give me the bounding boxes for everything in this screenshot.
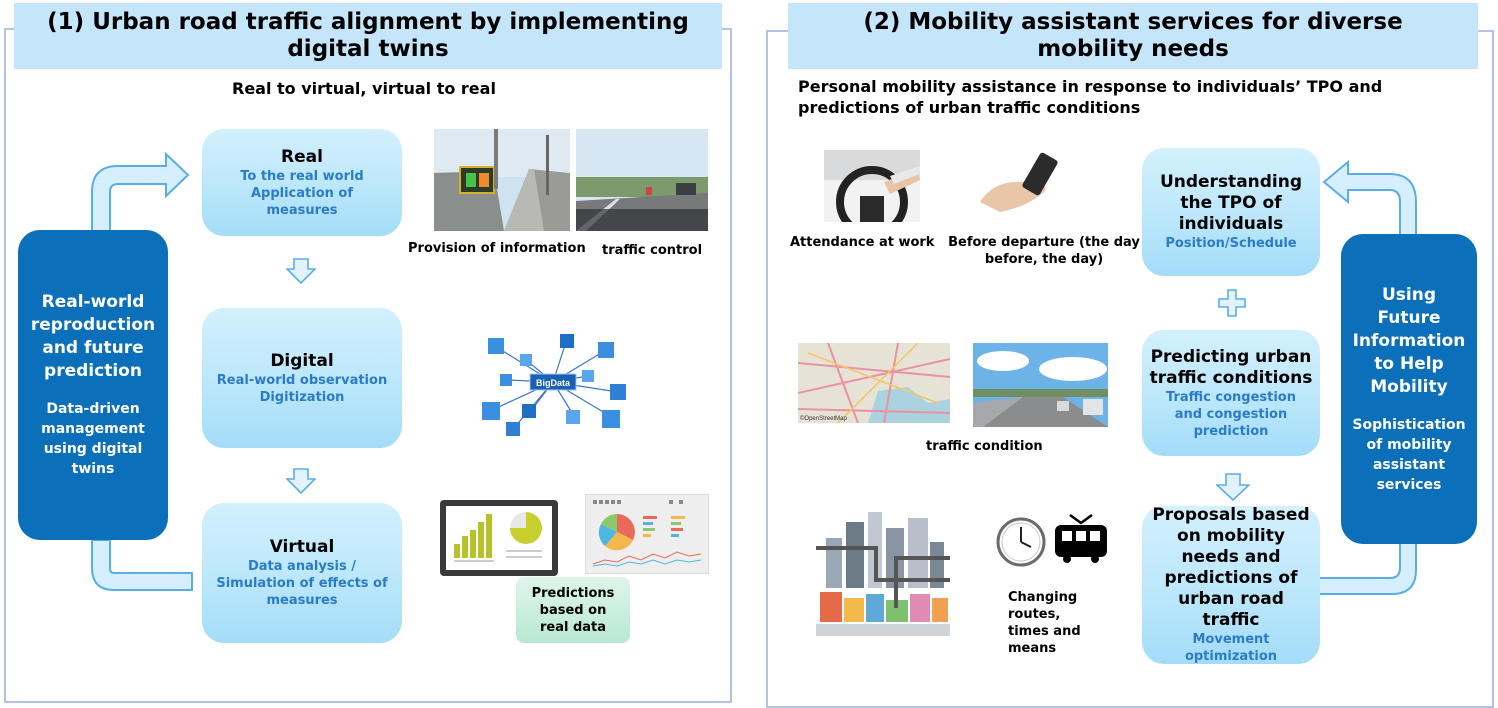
digital-title: Digital xyxy=(270,350,334,371)
train-icon xyxy=(1055,513,1107,563)
left-side-sub: Data-driven management using digital twi… xyxy=(41,401,145,477)
control-caption: traffic control xyxy=(602,243,703,258)
predictions-caption: Predictions based on real data xyxy=(531,585,615,635)
predicting-sub: Traffic congestion and congestion predic… xyxy=(1166,389,1296,439)
left-panel-title: (1) Urban road traffic alignment by impl… xyxy=(14,3,722,69)
left-side-box: Real-world reproduction and future predi… xyxy=(18,230,168,540)
tpo-sub: Position/Schedule xyxy=(1165,236,1297,251)
down-arrow-icon xyxy=(286,468,316,494)
bigdata-label: BigData xyxy=(536,378,571,388)
predicting-box: Predicting urban traffic conditions Traf… xyxy=(1142,330,1320,456)
top-return-arrow xyxy=(1322,160,1417,241)
proposals-title: Proposals based on mobility needs and pr… xyxy=(1152,505,1310,630)
clock-icon xyxy=(996,517,1046,567)
tpo-title: Understanding the TPO of individuals xyxy=(1159,172,1303,234)
right-side-box: Using Future Information to Help Mobilit… xyxy=(1341,234,1477,544)
right-panel-title: (2) Mobility assistant services for dive… xyxy=(788,3,1478,69)
down-arrow-icon xyxy=(286,258,316,284)
virtual-sub: Data analysis / Simulation of effects of… xyxy=(216,559,388,608)
pie-chart-screenshot xyxy=(585,494,709,574)
highway-photo xyxy=(973,343,1108,427)
left-side-title: Real-world reproduction and future predi… xyxy=(30,292,156,381)
road-sign-photo xyxy=(434,129,570,231)
osm-credit: ©OpenStreetMap xyxy=(800,415,847,422)
city-routes-illustration xyxy=(816,508,950,636)
predicting-title: Predicting urban traffic conditions xyxy=(1149,346,1313,388)
departure-caption: Before departure (the day before, the da… xyxy=(948,235,1140,267)
steering-wheel-photo xyxy=(824,150,920,222)
right-side-sub: Sophistication of mobility assistant ser… xyxy=(1352,416,1466,493)
left-loop-arrows xyxy=(91,151,193,591)
left-subtitle: Real to virtual, virtual to real xyxy=(232,79,496,98)
real-box: Real To the real world Application of me… xyxy=(202,129,402,236)
tpo-box: Understanding the TPO of individuals Pos… xyxy=(1142,148,1320,276)
real-title: Real xyxy=(281,146,323,167)
real-sub: To the real world Application of measure… xyxy=(240,168,364,218)
map-screenshot: ©OpenStreetMap xyxy=(798,343,950,423)
digital-sub: Real-world observation Digitization xyxy=(216,372,388,405)
proposals-box: Proposals based on mobility needs and pr… xyxy=(1142,505,1320,664)
changing-caption: Changing routes, times and means xyxy=(1008,590,1081,656)
right-title-text: (2) Mobility assistant services for dive… xyxy=(863,9,1403,62)
smartphone-hand-photo xyxy=(970,150,1074,214)
work-caption: Attendance at work xyxy=(790,235,935,250)
down-arrow-icon xyxy=(1216,473,1250,501)
bottom-curved-arrow xyxy=(91,539,193,591)
virtual-title: Virtual xyxy=(269,537,335,557)
bigdata-network-icon: BigData xyxy=(482,334,626,436)
traffic-control-photo xyxy=(576,129,708,231)
top-curved-arrow xyxy=(91,151,190,233)
right-subtitle: Personal mobility assistance in response… xyxy=(798,77,1383,117)
tablet-chart-icon xyxy=(440,500,558,576)
digital-box: Digital Real-world observation Digitizat… xyxy=(202,308,402,448)
info-caption: Provision of information xyxy=(408,241,586,256)
plus-icon xyxy=(1218,289,1246,317)
proposals-sub: Movement optimization xyxy=(1184,632,1278,664)
predictions-note: Predictions based on real data xyxy=(516,577,630,643)
left-title-text: (1) Urban road traffic alignment by impl… xyxy=(47,9,689,62)
virtual-box: Virtual Data analysis / Simulation of ef… xyxy=(202,503,402,643)
right-side-title: Using Future Information to Help Mobilit… xyxy=(1352,284,1466,397)
traffic-caption: traffic condition xyxy=(926,439,1043,454)
